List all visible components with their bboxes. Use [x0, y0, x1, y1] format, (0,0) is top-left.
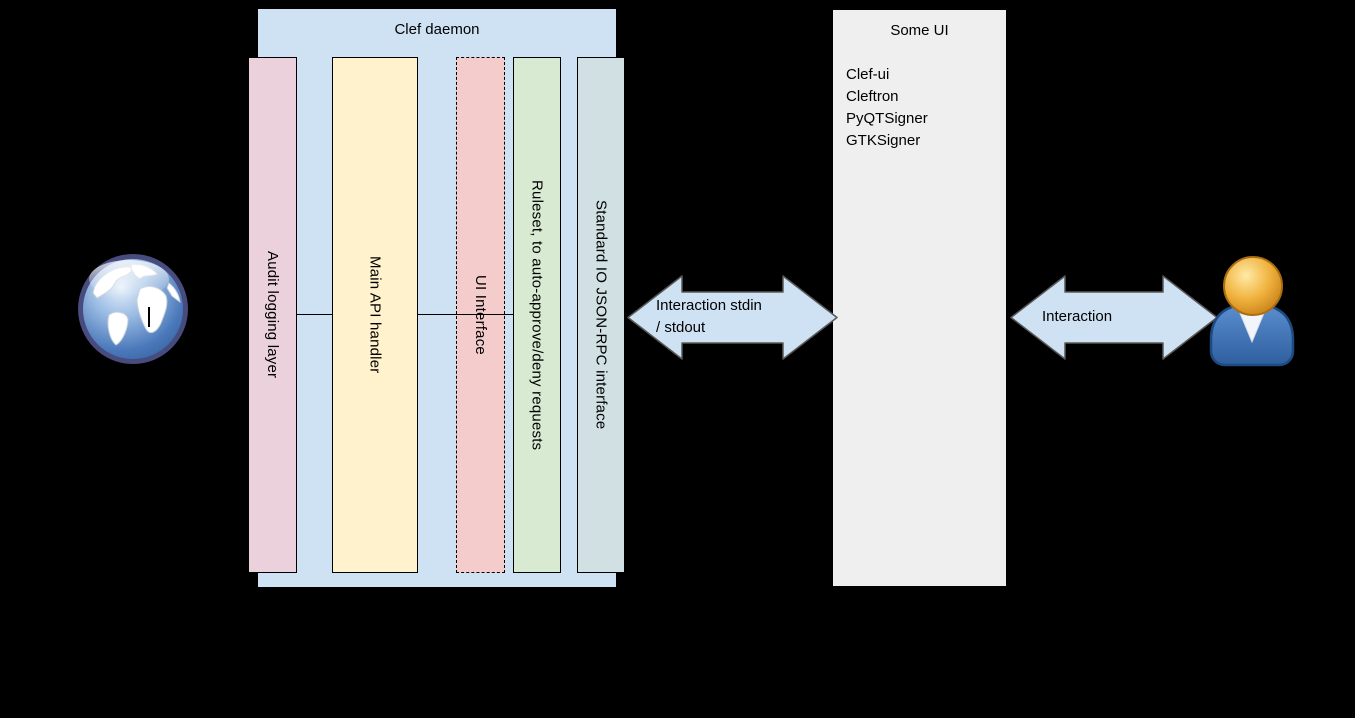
layer-stdio-jsonrpc-label: Standard IO JSON-RPC interface [592, 200, 610, 430]
layer-ui-interface: UI Interface [456, 57, 505, 573]
clef-daemon-title: Clef daemon [394, 21, 480, 38]
some-ui-list: Clef-ui Cleftron PyQTSigner GTKSigner [846, 64, 996, 152]
layer-audit-logging: Audit logging layer [248, 57, 297, 573]
connector-audit-to-mainapi [297, 314, 332, 315]
some-ui-title: Some UI [890, 22, 949, 39]
some-ui-item: PyQTSigner [846, 110, 928, 127]
layer-main-api-handler-label: Main API handler [366, 256, 384, 374]
layer-audit-logging-label: Audit logging layer [264, 251, 281, 379]
arrow-interaction-label: Interaction [1042, 308, 1113, 325]
clef-daemon-container [257, 8, 617, 588]
globe-icon [77, 253, 189, 370]
layer-stdio-jsonrpc: Standard IO JSON-RPC interface [577, 57, 625, 573]
some-ui-item: GTKSigner [846, 132, 921, 149]
arrow-stdio-label-line2: / stdout [656, 319, 706, 336]
user-icon [1206, 252, 1298, 373]
arrow-stdio-label-line1: Interaction stdin [656, 297, 762, 314]
layer-main-api-handler: Main API handler [332, 57, 418, 573]
some-ui-item: Cleftron [846, 88, 899, 105]
some-ui-container [832, 9, 1007, 587]
globe-connector-tick [148, 307, 150, 327]
some-ui-item: Clef-ui [846, 66, 890, 83]
double-arrow-stdio-icon [627, 275, 838, 360]
connector-mainapi-to-ruleset [418, 314, 513, 315]
layer-ruleset: Ruleset, to auto-approve/deny requests [513, 57, 561, 573]
layer-ruleset-label: Ruleset, to auto-approve/deny requests [528, 179, 546, 451]
layer-ui-interface-label: UI Interface [472, 275, 489, 355]
arrow-stdio-label: Interaction stdin / stdout [656, 295, 762, 339]
